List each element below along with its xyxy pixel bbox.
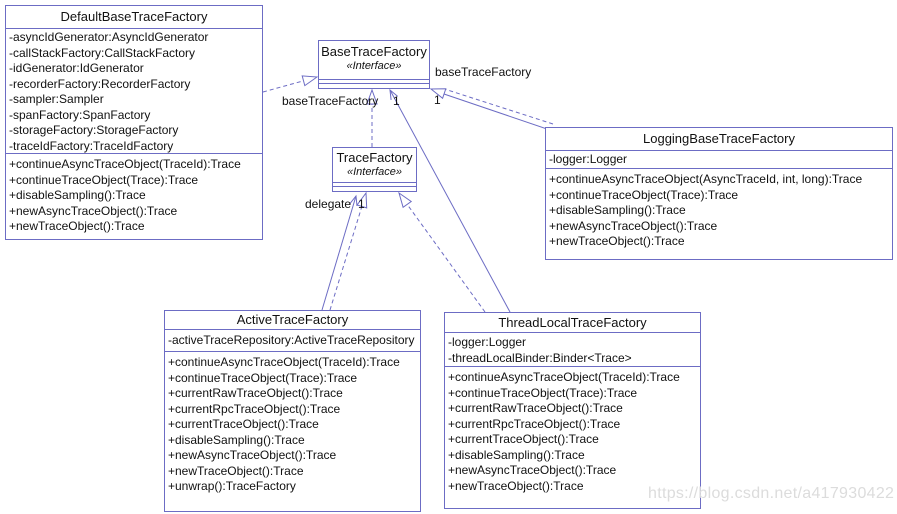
realization-defaultbase-to-basetrace bbox=[262, 75, 319, 93]
method-row: +continueAsyncTraceObject(TraceId):Trace bbox=[9, 157, 241, 171]
methods-compartment bbox=[319, 84, 429, 88]
association-multiplicity-label: 1 bbox=[358, 197, 365, 211]
class-title: ThreadLocalTraceFactory bbox=[445, 313, 700, 333]
method-row: +disableSampling():Trace bbox=[448, 447, 585, 462]
methods-compartment: +continueAsyncTraceObject(AsyncTraceId, … bbox=[546, 169, 892, 250]
class-name: TraceFactory bbox=[336, 150, 413, 165]
method-row: +continueTraceObject(Trace):Trace bbox=[448, 385, 638, 400]
attributes-compartment bbox=[319, 79, 429, 84]
method-row: +newTraceObject():Trace bbox=[448, 478, 584, 493]
association-active-to-tracefactory bbox=[321, 194, 358, 311]
method-row: +newTraceObject():Trace bbox=[168, 463, 304, 478]
realization-tracefactory-to-basetrace bbox=[366, 88, 378, 147]
attributes-compartment: -asyncIdGenerator:AsyncIdGenerator -call… bbox=[6, 29, 262, 154]
method-row: +disableSampling():Trace bbox=[9, 188, 146, 202]
method-row: +currentRpcTraceObject():Trace bbox=[168, 401, 341, 416]
class-name: ThreadLocalTraceFactory bbox=[498, 315, 647, 330]
attributes-compartment: -logger:Logger bbox=[546, 151, 892, 169]
class-title: ActiveTraceFactory bbox=[165, 311, 420, 330]
attribute-row: -recorderFactory:RecorderFactory bbox=[9, 76, 191, 91]
attributes-compartment: -activeTraceRepository:ActiveTraceReposi… bbox=[165, 330, 420, 352]
attribute-row: -storageFactory:StorageFactory bbox=[9, 123, 179, 137]
realization-threadlocal-to-tracefactory bbox=[398, 191, 486, 313]
method-row: +continueTraceObject(Trace):Trace bbox=[549, 187, 739, 202]
class-name: ActiveTraceFactory bbox=[236, 312, 349, 327]
class-name: LoggingBaseTraceFactory bbox=[643, 131, 795, 146]
method-row: +currentTraceObject():Trace bbox=[168, 417, 319, 431]
interface-base-trace-factory: BaseTraceFactory «Interface» bbox=[318, 40, 430, 89]
methods-compartment: +continueAsyncTraceObject(TraceId):Trace… bbox=[6, 154, 262, 235]
attributes-compartment: -logger:Logger -threadLocalBinder:Binder… bbox=[445, 333, 700, 367]
method-row: +continueAsyncTraceObject(TraceId):Trace bbox=[168, 355, 400, 369]
realization-active-to-tracefactory bbox=[329, 191, 368, 311]
association-role-label: baseTraceFactory bbox=[282, 94, 379, 108]
association-logging-to-basetrace bbox=[443, 93, 548, 130]
method-row: +continueAsyncTraceObject(AsyncTraceId, … bbox=[549, 172, 863, 186]
method-row: +currentRpcTraceObject():Trace bbox=[448, 416, 621, 431]
attribute-row: -traceIdFactory:TraceIdFactory bbox=[9, 138, 174, 153]
method-row: +currentTraceObject():Trace bbox=[448, 432, 599, 446]
method-row: +continueAsyncTraceObject(TraceId):Trace bbox=[448, 370, 680, 384]
attribute-row: -asyncIdGenerator:AsyncIdGenerator bbox=[9, 30, 209, 44]
attribute-row: -threadLocalBinder:Binder<Trace> bbox=[448, 350, 632, 365]
class-default-base-trace-factory: DefaultBaseTraceFactory -asyncIdGenerato… bbox=[5, 5, 263, 240]
attribute-row: -sampler:Sampler bbox=[9, 92, 104, 106]
attribute-row: -callStackFactory:CallStackFactory bbox=[9, 45, 196, 60]
methods-compartment bbox=[333, 187, 416, 191]
class-title: DefaultBaseTraceFactory bbox=[6, 6, 262, 29]
class-title: LoggingBaseTraceFactory bbox=[546, 128, 892, 151]
class-title: TraceFactory «Interface» bbox=[333, 148, 416, 182]
class-name: BaseTraceFactory bbox=[321, 44, 427, 59]
interface-stereotype: «Interface» bbox=[346, 166, 403, 178]
method-row: +continueTraceObject(Trace):Trace bbox=[9, 172, 199, 187]
class-thread-local-trace-factory: ThreadLocalTraceFactory -logger:Logger -… bbox=[444, 312, 701, 509]
methods-compartment: +continueAsyncTraceObject(TraceId):Trace… bbox=[165, 352, 420, 495]
method-row: +currentRawTraceObject():Trace bbox=[168, 386, 343, 400]
method-row: +currentRawTraceObject():Trace bbox=[448, 401, 623, 415]
class-title: BaseTraceFactory «Interface» bbox=[319, 41, 429, 79]
class-active-trace-factory: ActiveTraceFactory -activeTraceRepositor… bbox=[164, 310, 421, 512]
watermark-url: https://blog.csdn.net/a417930422 bbox=[648, 485, 895, 502]
attribute-row: -logger:Logger bbox=[448, 335, 527, 349]
attribute-row: -idGenerator:IdGenerator bbox=[9, 61, 144, 75]
class-name: DefaultBaseTraceFactory bbox=[60, 9, 208, 24]
method-row: +unwrap():TraceFactory bbox=[168, 479, 296, 493]
method-row: +newTraceObject():Trace bbox=[9, 219, 145, 233]
method-row: +newAsyncTraceObject():Trace bbox=[9, 203, 178, 218]
methods-compartment: +continueAsyncTraceObject(TraceId):Trace… bbox=[445, 367, 700, 494]
class-logging-base-trace-factory: LoggingBaseTraceFactory -logger:Logger +… bbox=[545, 127, 893, 260]
association-multiplicity-label: 1 bbox=[434, 93, 441, 107]
interface-stereotype: «Interface» bbox=[346, 60, 402, 72]
method-row: +continueTraceObject(Trace):Trace bbox=[168, 370, 358, 385]
attribute-row: -logger:Logger bbox=[549, 152, 628, 166]
association-threadlocal-to-basetrace bbox=[389, 88, 511, 313]
association-role-label: delegate bbox=[305, 197, 352, 211]
interface-trace-factory: TraceFactory «Interface» bbox=[332, 147, 417, 192]
method-row: +disableSampling():Trace bbox=[549, 203, 686, 217]
attribute-row: -spanFactory:SpanFactory bbox=[9, 107, 151, 122]
method-row: +disableSampling():Trace bbox=[168, 432, 305, 447]
attributes-compartment bbox=[333, 182, 416, 187]
association-role-label: baseTraceFactory bbox=[435, 65, 532, 79]
method-row: +newAsyncTraceObject():Trace bbox=[168, 448, 337, 462]
method-row: +newAsyncTraceObject():Trace bbox=[549, 218, 718, 233]
method-row: +newAsyncTraceObject():Trace bbox=[448, 463, 617, 477]
association-multiplicity-label: 1 bbox=[393, 94, 400, 108]
realization-logging-to-basetrace bbox=[429, 88, 554, 125]
method-row: +newTraceObject():Trace bbox=[549, 234, 685, 248]
attribute-row: -activeTraceRepository:ActiveTraceReposi… bbox=[168, 333, 415, 347]
